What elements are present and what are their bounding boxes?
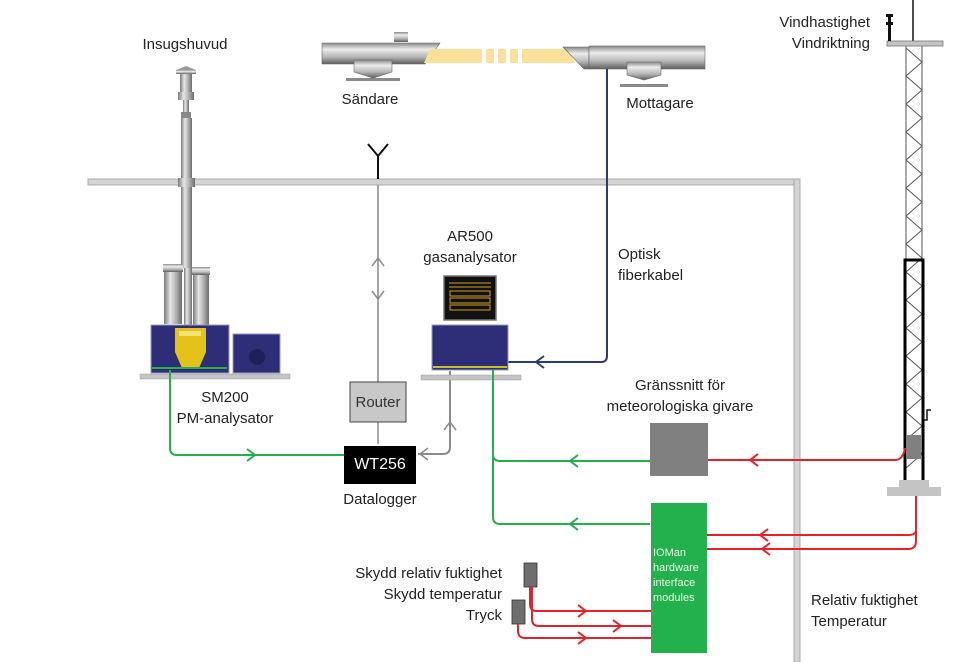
router-box [349,381,407,423]
rh-label: Relativ fuktighet [811,592,918,609]
transmitter-label: Sändare [341,91,399,108]
antenna [367,143,389,179]
ar500-desc-label: gasanalysator [423,249,517,266]
red-sensor-lines [707,447,917,556]
router-label: Router [355,393,401,411]
ioman-box [651,503,707,653]
ioman-label-line: hardware [653,562,699,574]
wind-direction-label: Vindriktning [791,35,870,52]
datalogger-model-label: WT256 [354,456,406,473]
ioman-label-line: IOMan [653,547,687,559]
met-interface-box [650,423,708,476]
met-interface-label-2: meteorologiska givare [606,398,754,415]
intake-head-label: Insugshuvud [142,36,228,53]
met-interface-label-1: Gränssnitt för [634,377,726,394]
optical-fiber-label-2: fiberkabel [618,267,684,284]
network-link [371,185,457,461]
optical-fiber-label-1: Optisk [618,246,661,263]
ioman-label-line: interface [653,577,696,589]
building-outline [87,178,801,662]
pressure-label: Tryck [465,607,502,624]
green-signal-lines [169,370,650,531]
ioman-label-line: modules [653,592,695,604]
temp-label: Temperatur [811,613,887,630]
transmitter-device [321,32,576,81]
sm200-model-label: SM200 [201,389,249,406]
receiver-device [562,45,706,87]
ioman-label: IOMan hardware interface modules [653,546,699,606]
wind-speed-label: Vindhastighet [779,14,870,31]
sm200-desc-label: PM-analysator [176,410,274,427]
weather-mast [886,0,944,496]
sm200-analyzer [139,264,291,380]
shield-temp-label: Skydd temperatur [383,586,502,603]
datalogger-box [344,446,416,484]
local-sensors [511,562,651,645]
datalogger-desc-label: Datalogger [343,491,417,508]
mast-zigzag [905,47,923,469]
shield-rh-label: Skydd relativ fuktighet [355,565,502,582]
ar500-model-label: AR500 [447,228,493,245]
ar500-analyzer [420,275,522,381]
receiver-label: Mottagare [626,95,694,112]
intake-head-pipe [176,66,196,268]
optical-fiber-cable [508,69,608,369]
